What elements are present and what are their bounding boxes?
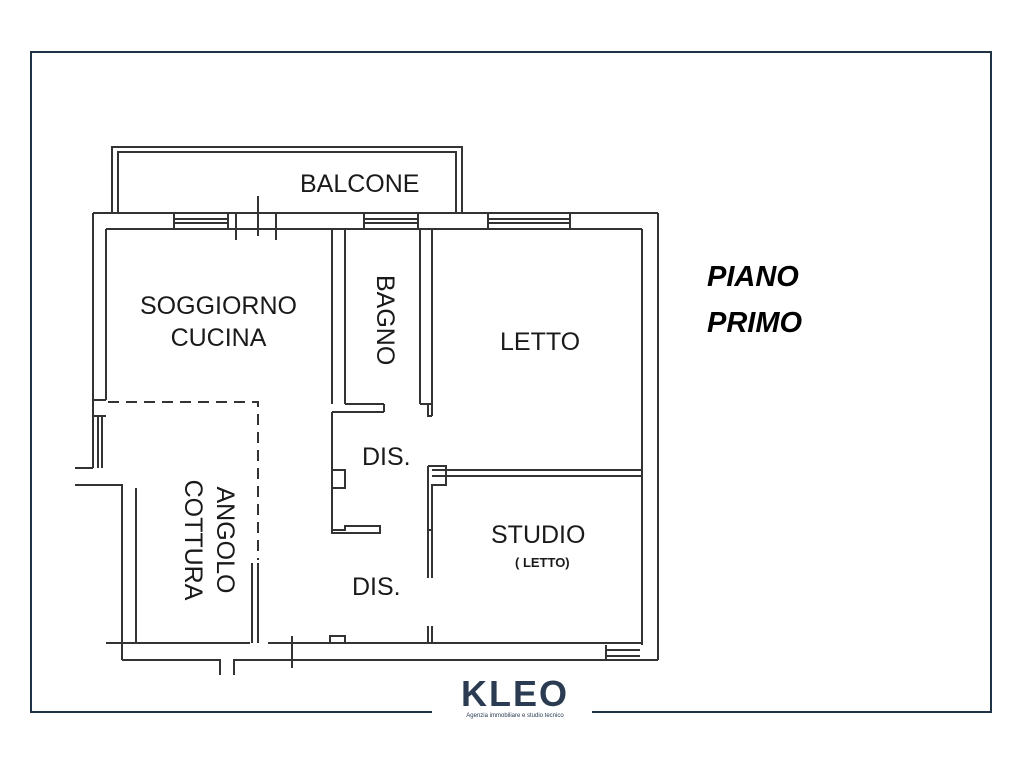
outer-wall-bottom [122, 642, 658, 675]
window-3 [487, 213, 571, 229]
window-1 [173, 213, 229, 229]
outer-wall-left-lower [75, 467, 137, 660]
brand-name: KLEO [460, 673, 569, 714]
room-label-dis-lower: DIS. [352, 573, 401, 601]
wall-bagno-letto [419, 229, 433, 417]
window-left [93, 399, 106, 468]
floor-title: PIANO PRIMO [707, 254, 802, 346]
room-label-soggiorno-line1: SOGGIORNO [140, 292, 297, 320]
room-label-soggiorno-line2: CUCINA [170, 324, 267, 352]
wall-angolo-right [251, 563, 259, 643]
room-label-soggiorno: SOGGIORNO CUCINA [140, 290, 297, 354]
brand-tagline: Agenzia immobiliare e studio tecnico [466, 713, 564, 719]
room-label-studio: STUDIO [491, 521, 586, 549]
balcony-outline [111, 146, 463, 213]
wall-dis-left [331, 412, 381, 534]
outer-wall-left-upper [92, 213, 107, 468]
room-label-bagno: BAGNO [371, 275, 399, 366]
frame-logo-gap [432, 705, 592, 725]
wall-soggiorno-bagno [331, 229, 385, 413]
window-2 [363, 213, 419, 229]
balcony-inner-line [117, 151, 457, 213]
outer-wall-right [641, 213, 659, 660]
room-label-dis-upper: DIS. [362, 443, 411, 471]
room-label-angolo-cottura: ANGOLO COTTURA [177, 477, 241, 603]
room-label-studio-note: ( LETTO) [515, 555, 570, 570]
floor-title-line1: PIANO [707, 261, 799, 293]
angolo-cottura-dashed-boundary [108, 401, 259, 560]
floor-title-line2: PRIMO [707, 307, 803, 339]
balcony-door [235, 196, 277, 240]
room-label-balcone: BALCONE [300, 170, 420, 198]
wall-letto-studio [432, 469, 642, 477]
room-label-letto: LETTO [500, 328, 581, 356]
outer-wall-top [93, 212, 658, 230]
wall-dis-jamb [332, 469, 346, 489]
brand-logo: KLEO Agenzia immobiliare e studio tecnic… [440, 676, 590, 720]
room-label-angolo-line1: ANGOLO [211, 486, 239, 594]
wall-bottom-bumps [329, 635, 640, 660]
wall-studio-bottom [427, 626, 433, 643]
wall-studio-left [427, 465, 447, 578]
room-label-angolo-line2: COTTURA [179, 479, 207, 601]
